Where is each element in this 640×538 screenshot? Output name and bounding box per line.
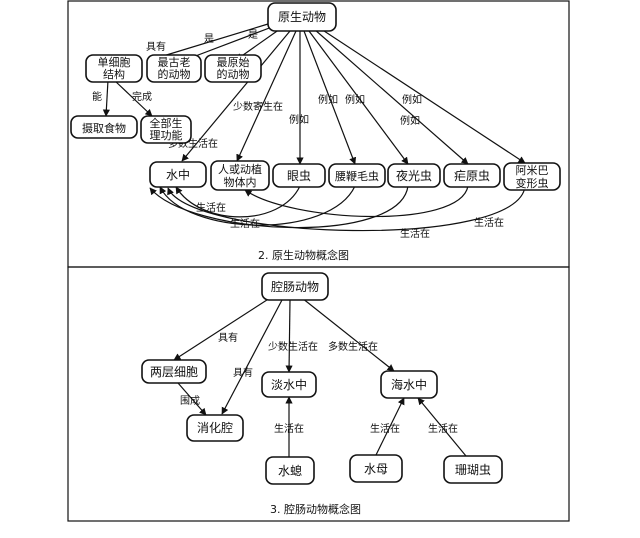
edge-label-live-coral: 生活在: [428, 422, 458, 435]
svg-text:全部生: 全部生: [150, 116, 183, 130]
svg-text:摄取食物: 摄取食物: [82, 121, 126, 135]
node-two-layer-cells: 两层细胞: [141, 359, 207, 384]
panel-frame-bottom: [67, 266, 570, 522]
svg-text:最原始: 最原始: [217, 55, 250, 69]
edge-label-live-3: 生活在: [400, 227, 430, 240]
node-protozoa: 原生动物: [267, 2, 337, 32]
svg-text:腔肠动物: 腔肠动物: [271, 279, 319, 294]
edge-label-few-parasite: 少数寄生在: [233, 100, 283, 113]
edge-label-has-2: 具有: [233, 366, 253, 379]
diagram2-edges: [102, 23, 526, 232]
node-single-cell: 单细胞 结构: [85, 54, 143, 83]
edge-label-few-live: 少数生活在: [268, 340, 318, 353]
node-most-primitive: 最原始 的动物: [204, 54, 262, 83]
node-in-water: 水中: [149, 161, 207, 188]
node-amoeba: 阿米巴 变形虫: [503, 162, 561, 191]
svg-text:淡水中: 淡水中: [271, 377, 307, 392]
svg-text:的动物: 的动物: [158, 67, 191, 81]
svg-text:眼虫: 眼虫: [287, 169, 311, 183]
edge-label-can: 能: [92, 90, 102, 103]
edge-label-example-4: 例如: [289, 113, 309, 126]
node-plasmodium: 疟原虫: [443, 163, 501, 188]
svg-text:水螅: 水螅: [278, 464, 302, 478]
node-euglena: 眼虫: [272, 163, 326, 188]
node-all-functions: 全部生 理功能: [140, 115, 192, 144]
svg-text:结构: 结构: [103, 67, 125, 81]
svg-text:原生动物: 原生动物: [278, 10, 326, 24]
svg-text:的动物: 的动物: [217, 67, 250, 81]
edge-label-example-1: 例如: [318, 93, 338, 106]
edge-label-example-5: 例如: [400, 114, 420, 127]
edge-label-most-live-sea: 多数生活在: [328, 340, 378, 353]
node-coral: 珊瑚虫: [443, 455, 503, 484]
node-dinoflagellate: 腰鞭毛虫: [328, 163, 386, 188]
svg-text:最古老: 最古老: [158, 56, 191, 69]
svg-text:消化腔: 消化腔: [197, 420, 233, 435]
edge-label-complete: 完成: [132, 90, 152, 103]
svg-text:海水中: 海水中: [391, 377, 427, 392]
edge-label-has-1: 具有: [218, 331, 238, 344]
svg-text:夜光虫: 夜光虫: [396, 168, 432, 183]
node-coelenterate: 腔肠动物: [261, 272, 329, 301]
svg-text:水中: 水中: [166, 167, 190, 182]
node-in-host-body: 人或动植 物体内: [210, 160, 270, 191]
node-oldest: 最古老 的动物: [146, 54, 202, 83]
node-digestive-cavity: 消化腔: [186, 414, 244, 442]
svg-text:两层细胞: 两层细胞: [150, 365, 198, 379]
svg-text:物体内: 物体内: [224, 175, 257, 189]
node-fresh-water: 淡水中: [261, 371, 317, 398]
edge-label-form: 围成: [180, 395, 200, 407]
svg-text:变形虫: 变形虫: [516, 176, 549, 190]
svg-text:人或动植: 人或动植: [218, 162, 262, 176]
caption-protozoa: 2. 原生动物概念图: [258, 248, 349, 262]
svg-text:水母: 水母: [364, 462, 388, 476]
edge-label-example-2: 例如: [345, 93, 365, 106]
node-hydra: 水螅: [265, 456, 315, 485]
svg-text:阿米巴: 阿米巴: [516, 164, 549, 177]
svg-text:单细胞: 单细胞: [98, 56, 131, 69]
edge-label-live-jelly: 生活在: [370, 422, 400, 435]
diagram2-nodes: 原生动物 单细胞 结构 最古老 的动物 最原始 的动物 摄取食物 全部生 理功能: [70, 2, 561, 191]
svg-text:疟原虫: 疟原虫: [454, 168, 490, 183]
svg-text:理功能: 理功能: [150, 128, 183, 142]
edge-label-is-1: 是: [204, 33, 214, 45]
diagram3-edge-labels: 具有 具有 围成 少数生活在 多数生活在 生活在 生活在 生活在: [180, 331, 458, 435]
node-noctiluca: 夜光虫: [387, 163, 441, 188]
edge-label-has: 具有: [146, 40, 166, 53]
node-jellyfish: 水母: [349, 454, 403, 483]
edge-label-is-2: 是: [248, 29, 258, 41]
diagram3-edges: [173, 297, 467, 457]
edge-label-live-2: 生活在: [230, 217, 260, 230]
edge-label-live-hydra: 生活在: [274, 422, 304, 435]
node-ingest-food: 摄取食物: [70, 115, 138, 139]
diagram3-nodes: 腔肠动物 两层细胞 消化腔 淡水中 海水中 水螅 水母 珊瑚虫: [141, 272, 503, 485]
edge-label-live-4: 生活在: [474, 216, 504, 229]
edge-label-live-1: 生活在: [196, 201, 226, 214]
svg-text:腰鞭毛虫: 腰鞭毛虫: [335, 169, 379, 183]
edge-label-example-3: 例如: [402, 93, 422, 106]
svg-text:珊瑚虫: 珊瑚虫: [455, 462, 491, 477]
caption-coelenterate: 3. 腔肠动物概念图: [270, 502, 361, 516]
node-sea-water: 海水中: [380, 370, 438, 399]
diagram2-edge-labels: 具有 是 是 能 完成 少数寄生在 例如 例如 例如 例如 例如 多数生活在 生…: [92, 29, 504, 240]
